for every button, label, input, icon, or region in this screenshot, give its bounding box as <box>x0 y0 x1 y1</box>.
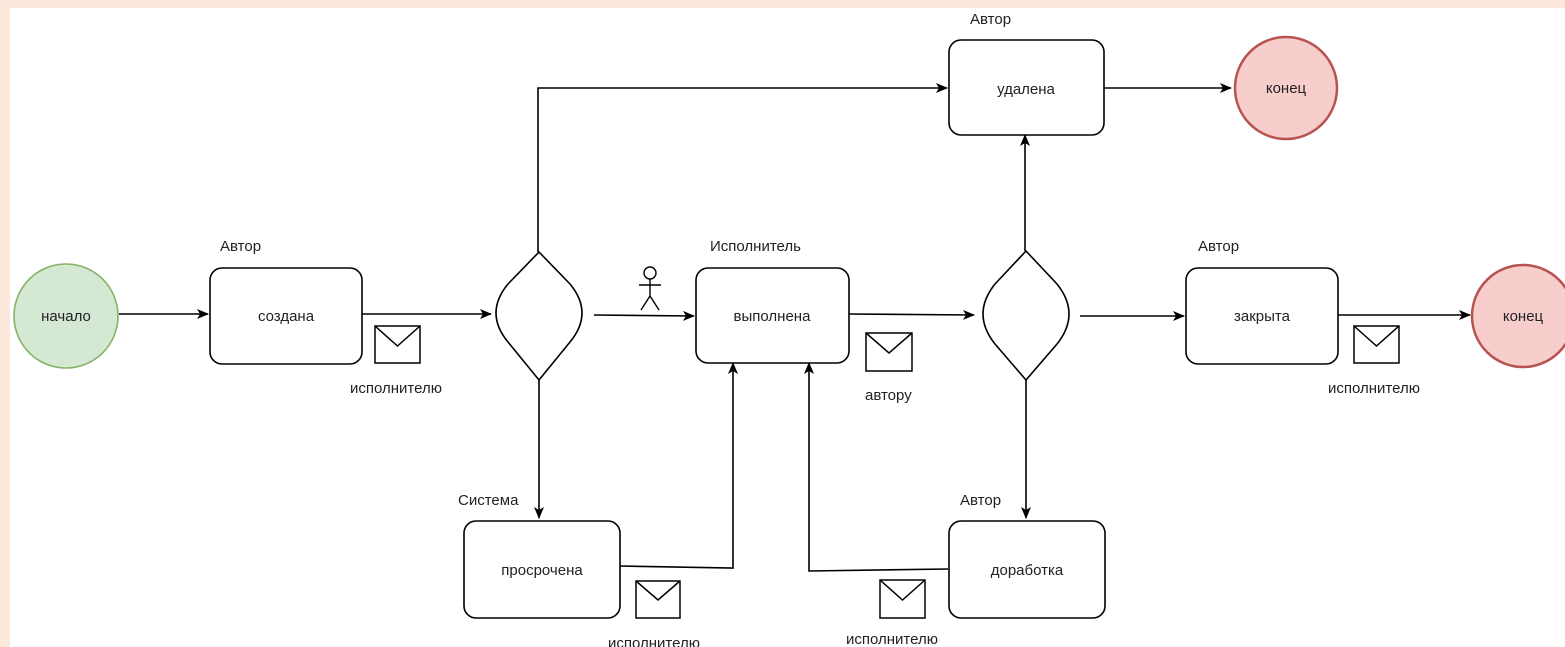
message-created: исполнителю <box>350 325 442 397</box>
task-rework: Автор доработка <box>948 492 1106 619</box>
message-label: исполнителю <box>1328 380 1420 397</box>
task-label: просрочена <box>501 562 583 579</box>
diagram-canvas: начало конец конец Автор создана Автор у… <box>10 8 1565 647</box>
message-rework: исполнителю <box>846 579 938 647</box>
envelope-icon <box>635 580 681 619</box>
edges <box>119 83 1471 572</box>
envelope-icon <box>879 579 926 619</box>
task-label: доработка <box>991 562 1064 579</box>
role-label: Автор <box>220 238 261 255</box>
end-event-right: конец <box>1470 263 1565 369</box>
edge-overdue-executed <box>619 362 738 569</box>
task-label: удалена <box>997 81 1055 98</box>
message-label: исполнителю <box>846 631 938 647</box>
message-label: автору <box>865 387 912 404</box>
flow-diagram: начало конец конец Автор создана Автор у… <box>13 11 1565 647</box>
task-label: выполнена <box>734 308 812 325</box>
envelope-icon <box>865 332 913 372</box>
edge-gateway1-executed <box>593 310 695 321</box>
envelope-icon <box>374 325 421 364</box>
message-label: исполнителю <box>350 380 442 397</box>
message-label: исполнителю <box>608 635 700 647</box>
edge-rework-executed <box>804 362 949 572</box>
start-label: начало <box>41 308 91 325</box>
role-label: Система <box>458 492 519 509</box>
message-closed: исполнителю <box>1328 325 1420 397</box>
role-label: Автор <box>1198 238 1239 255</box>
task-created: Автор создана <box>209 238 363 365</box>
end-right-label: конец <box>1503 308 1544 325</box>
envelope-icon <box>1353 325 1400 364</box>
message-executed: автору <box>865 332 913 404</box>
task-label: закрыта <box>1234 308 1291 325</box>
end-top-label: конец <box>1266 80 1307 97</box>
task-closed: Автор закрыта <box>1185 238 1339 365</box>
start-event: начало <box>13 263 119 369</box>
task-overdue: Система просрочена <box>458 492 621 619</box>
task-label: создана <box>258 308 315 325</box>
gateway-2 <box>982 249 1070 382</box>
task-executed: Исполнитель выполнена <box>695 238 850 364</box>
edge-gateway1-deleted <box>537 83 948 252</box>
gateway-1 <box>495 250 583 382</box>
role-label: Автор <box>960 492 1001 509</box>
message-overdue: исполнителю <box>608 580 700 647</box>
end-event-top: конец <box>1233 35 1339 141</box>
edge-executed-gateway2 <box>848 309 975 320</box>
task-deleted: Автор удалена <box>948 11 1105 136</box>
role-label: Исполнитель <box>710 238 801 255</box>
role-label: Автор <box>970 11 1011 28</box>
actor-icon <box>639 266 661 311</box>
